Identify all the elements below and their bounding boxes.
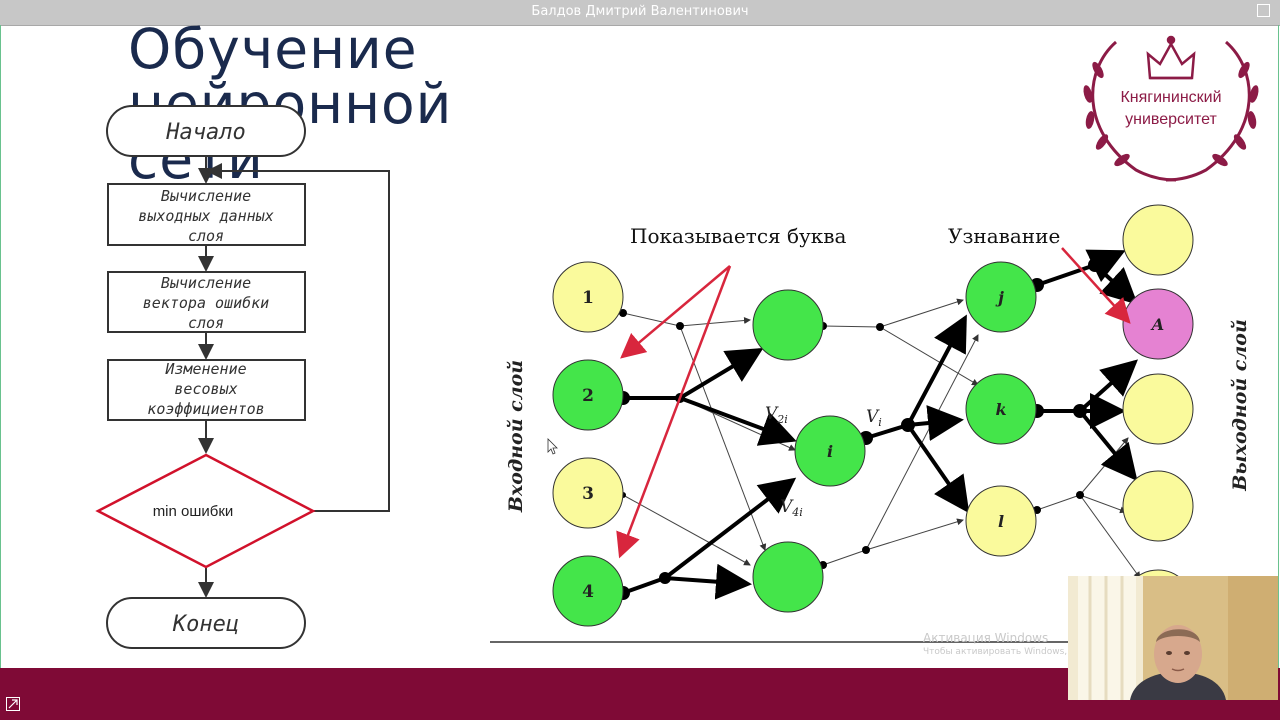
logo-line1: Княгининский — [1120, 89, 1221, 106]
output-layer-label: Выходной слой — [1229, 319, 1251, 492]
flow-step3-line3: коэффициентов — [147, 400, 264, 418]
input-neuron-1 — [552, 261, 624, 333]
webcam-video-inset — [1068, 576, 1278, 700]
mouse-cursor-icon — [547, 438, 558, 455]
logo-line2: университет — [1125, 111, 1217, 128]
layer2-label-j: j — [995, 288, 1004, 307]
input-neuron-4 — [552, 555, 624, 627]
flow-start-terminal — [106, 105, 306, 157]
windows-activation-watermark: Активация Windows Чтобы активировать Win… — [923, 631, 1067, 657]
flow-step-update-weights — [107, 359, 306, 421]
flow-step2-line3: слоя — [188, 314, 224, 332]
presenter-video — [1068, 576, 1278, 700]
fullscreen-icon[interactable] — [6, 697, 20, 711]
input-label-2: 2 — [582, 386, 594, 406]
output-neuron-4 — [1122, 470, 1194, 542]
flow-step1-line2: выходных данных — [138, 207, 273, 225]
window-title: Балдов Дмитрий Валентинович — [531, 4, 749, 19]
input-label-4: 4 — [582, 582, 594, 602]
flow-end-text: Конец — [172, 612, 239, 637]
weight-vi: Vi — [866, 407, 882, 429]
input-label-3: 3 — [582, 484, 594, 504]
slide-footer-bar — [0, 668, 1280, 720]
flow-step-compute-output — [107, 183, 306, 246]
neural-network-diagram: 1 2 3 4 i j k l A V2i V4i Vi Показываетс… — [490, 204, 1251, 643]
output-neuron-3 — [1122, 373, 1194, 445]
flow-start-text: Начало — [165, 120, 245, 145]
input-neuron-2 — [552, 359, 624, 431]
flow-decision-text: min ошибки — [153, 503, 234, 520]
thick-connections — [622, 249, 1138, 600]
input-label-1: 1 — [582, 288, 594, 308]
restore-window-icon[interactable] — [1257, 4, 1270, 17]
watermark-line2: Чтобы активировать Windows, — [923, 647, 1068, 657]
layer2-neuron-j — [965, 261, 1037, 333]
layer2-neuron-k — [965, 373, 1037, 445]
layer2-label-l: l — [998, 512, 1004, 531]
hidden-label-i: i — [827, 442, 833, 461]
flow-step1-line3: слоя — [188, 227, 224, 245]
training-flowchart: Начало Вычисление выходных данных слоя В… — [95, 105, 390, 649]
weight-v4i: V4i — [780, 497, 803, 519]
input-layer-label: Входной слой — [505, 360, 527, 513]
watermark-line1: Активация Windows — [923, 631, 1049, 645]
layer2-neuron-l — [965, 485, 1037, 557]
input-neuron-3 — [552, 457, 624, 529]
flow-step3-line1: Изменение — [164, 360, 246, 378]
flow-step-compute-error — [107, 271, 306, 333]
recognition-label: Узнавание — [948, 224, 1060, 248]
output-label-a: A — [1150, 315, 1164, 334]
flow-step2-line1: Вычисление — [161, 274, 251, 292]
flow-step2-line2: вектора ошибки — [143, 294, 269, 312]
university-logo: Княгининский университет — [1083, 35, 1259, 182]
weight-v2i: V2i — [765, 404, 788, 426]
crown-icon — [1146, 35, 1196, 80]
red-pointer-arrows — [616, 247, 1131, 559]
flow-decision-diamond — [95, 453, 316, 569]
layer2-label-k: k — [995, 400, 1006, 419]
slide-frame — [0, 25, 1279, 720]
hidden-neuron-i — [794, 415, 866, 487]
window-title-bar: Балдов Дмитрий Валентинович — [0, 0, 1280, 26]
hidden-neuron-bottom — [752, 541, 824, 613]
hidden-neuron-top — [752, 289, 824, 361]
shown-letter-label: Показывается буква — [630, 224, 847, 248]
output-neuron-1 — [1122, 204, 1194, 276]
flow-step3-line2: весовых — [174, 380, 237, 398]
output-neuron-a — [1122, 288, 1194, 360]
flow-step1-line1: Вычисление — [161, 187, 251, 205]
flow-end-terminal — [106, 597, 306, 649]
